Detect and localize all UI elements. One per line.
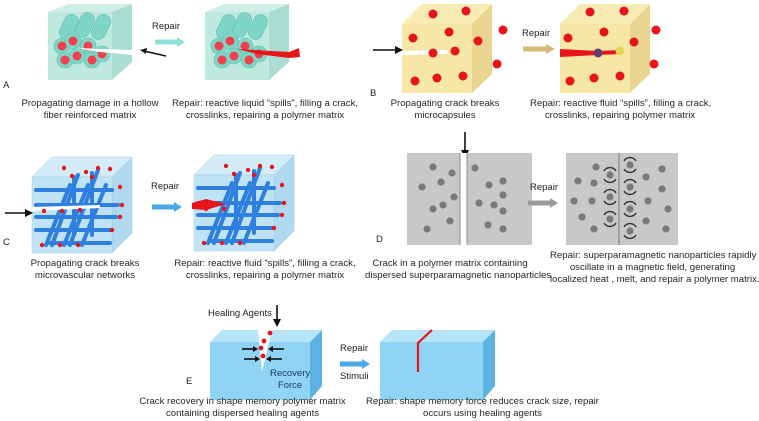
repair-arrow [340,359,370,369]
panel-a-caption-before: Propagating damage in a hollow fiber rei… [21,98,159,121]
microcapsules [408,6,508,86]
panel-letter: A [3,80,10,91]
panel-a-caption-after: Repair: reactive liquid “spills”, fillin… [171,98,359,121]
crack-direction-arrow [5,209,33,217]
healed-crack [416,329,433,372]
healing-agent-particles [258,330,273,359]
healing-agents-label: Healing Agents [208,308,272,319]
panel-b-after-illustration [560,4,661,93]
crack-direction-arrow [140,48,167,57]
repair-label: Repair [152,21,180,32]
panel-e-caption-after: Repair: shape memory force reduces crack… [365,396,599,419]
panel-e-after-illustration [380,329,495,400]
healing-agents-arrow [273,305,281,327]
panel-d-before-illustration [407,153,532,245]
crack [460,153,467,245]
repair-arrow [152,202,182,212]
panel-c-caption-before: Propagating crack breaks microvascular n… [30,258,140,281]
nanoparticles [418,163,507,233]
crack [258,330,272,372]
panel-a-before-illustration [48,4,132,80]
recovery-force-arrows [242,346,284,362]
repair-label: Repair [340,343,368,354]
repair-arrow [528,198,558,208]
hollow-fiber [59,12,111,40]
repair-label: Repair [522,28,550,39]
channel-tips [39,165,125,248]
oscillation-icon [603,156,637,240]
panel-b-caption-before: Propagating crack breaks microcapsules [390,98,500,121]
repair-arrow [523,44,555,54]
panel-c-before-illustration [31,156,133,254]
healing-fluid [560,49,620,57]
panel-d-caption-after: Repair: superparamagnetic nanoparticles … [550,250,759,285]
stimuli-label: Stimuli [340,371,369,382]
crack-direction-arrow [373,46,403,54]
panel-letter: C [3,237,10,248]
panel-e-before-illustration [210,330,322,400]
panel-letter: D [376,234,383,245]
panel-letter: E [186,376,193,387]
crack [76,48,132,55]
panel-b-caption-after: Repair: reactive fluid “spills”, filling… [530,98,712,121]
panel-a-after-illustration [205,4,300,80]
panel-c-caption-after: Repair: reactive fluid “spills”, filling… [174,258,356,281]
microvascular-channels [34,168,120,247]
repair-arrow [155,37,185,47]
healing-fluid [192,199,226,210]
panel-letter: B [370,88,377,99]
panel-b-before-illustration [402,4,508,93]
panel-d-after-illustration [566,153,678,245]
healing-fluid [237,48,300,58]
repair-label: Repair [151,181,179,192]
panel-d-caption-before: Crack in a polymer matrix containing dis… [365,258,552,281]
panel-e-caption-before: Crack recovery in shape memory polymer m… [139,396,346,419]
recovery-force-label: Recovery Force [270,368,311,391]
panel-c-after-illustration [192,154,295,252]
repair-label: Repair [530,182,558,193]
crack [32,205,100,211]
